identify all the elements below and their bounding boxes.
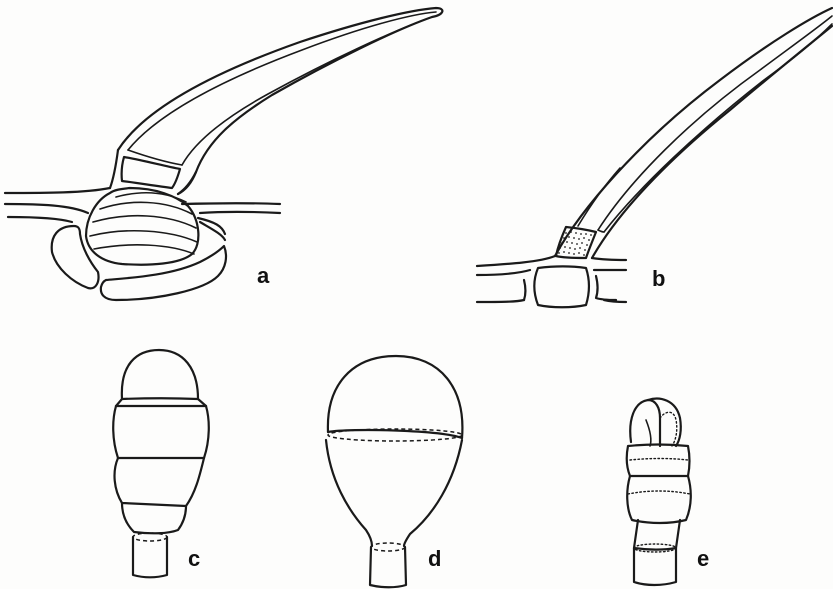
- panel-a-epidermis-right-base: [198, 218, 225, 234]
- panel-a-epidermis-left: [5, 188, 110, 193]
- panel-b-neighbor-cell-left: [524, 280, 526, 300]
- panel-e-stalk-lower: [634, 548, 676, 585]
- panel-a-epidermis-right: [182, 203, 280, 204]
- panel-d-drawing: [326, 356, 462, 587]
- panel-b-neighbor-cell-right: [596, 276, 616, 300]
- panel-c-stalk: [133, 537, 167, 577]
- panel-a-foot-striation-4: [94, 245, 194, 254]
- panel-b-label: b: [652, 268, 665, 290]
- panel-d-stalk: [370, 547, 406, 587]
- panel-a-epidermis-left-base: [8, 217, 72, 222]
- panel-b-epidermis-top-left: [477, 256, 555, 266]
- panel-c-cell-2: [113, 406, 209, 458]
- panel-d-head-rim: [328, 430, 462, 438]
- panel-a-epidermis-left-lower: [5, 204, 88, 213]
- panel-b-hair-lumen-base: [598, 230, 604, 232]
- panel-e-drawing: [627, 399, 691, 585]
- panel-c-cell-4: [122, 503, 186, 533]
- panel-b-hair-outer-right: [592, 26, 832, 258]
- panel-a-drawing: [5, 8, 442, 300]
- panel-c-cell-3: [115, 458, 204, 506]
- panel-a-label: a: [257, 265, 269, 287]
- panel-d-stalk-top: [371, 543, 405, 551]
- panel-d-head-cell: [328, 356, 463, 438]
- panel-e-row-2: [627, 476, 691, 523]
- panel-b-epidermis-mid-left: [477, 270, 530, 275]
- panel-c-label: c: [188, 548, 200, 570]
- panel-a-hair-lumen: [128, 12, 436, 150]
- panel-a-basal-cell: [122, 157, 180, 188]
- panel-e-row-1-dots: [630, 459, 688, 461]
- panel-d-label: d: [428, 548, 441, 570]
- panel-b-hair-lumen-right: [604, 24, 832, 232]
- panel-a-epidermis-right-lower: [200, 212, 280, 213]
- panel-a-foot-striation-2: [93, 216, 196, 228]
- panel-b-hair-outer-left: [555, 8, 832, 256]
- panel-e-head-lobe-left: [630, 400, 660, 446]
- panel-e-row-1: [627, 445, 690, 477]
- panel-a-ring-cell-right: [200, 222, 225, 240]
- panel-b-drawing: [477, 8, 832, 307]
- panel-c-drawing: [113, 350, 209, 577]
- panel-e-row-2-dots: [628, 491, 690, 494]
- panel-a-foot-striation-top: [116, 193, 186, 202]
- panel-e-head-divider: [646, 420, 651, 446]
- panel-c-wall-1: [116, 398, 206, 406]
- panel-c-apical-cell: [122, 350, 198, 399]
- panel-d-neck-cell: [326, 440, 462, 546]
- panel-b-epidermis-top-right: [592, 258, 626, 260]
- panel-a-foot-striation-3: [90, 231, 197, 242]
- panel-a-basal-link-left: [110, 150, 118, 188]
- panel-a-ring-cell-bottom: [101, 246, 226, 300]
- panel-e-head-inner-wall: [660, 412, 677, 446]
- panel-b-epidermis-base-left: [477, 300, 524, 302]
- panel-b-epidermal-cell: [534, 267, 589, 308]
- panel-a-foot-striation-1: [100, 202, 192, 214]
- panel-a-basal-link-right: [178, 172, 196, 194]
- panel-e-label: e: [697, 548, 709, 570]
